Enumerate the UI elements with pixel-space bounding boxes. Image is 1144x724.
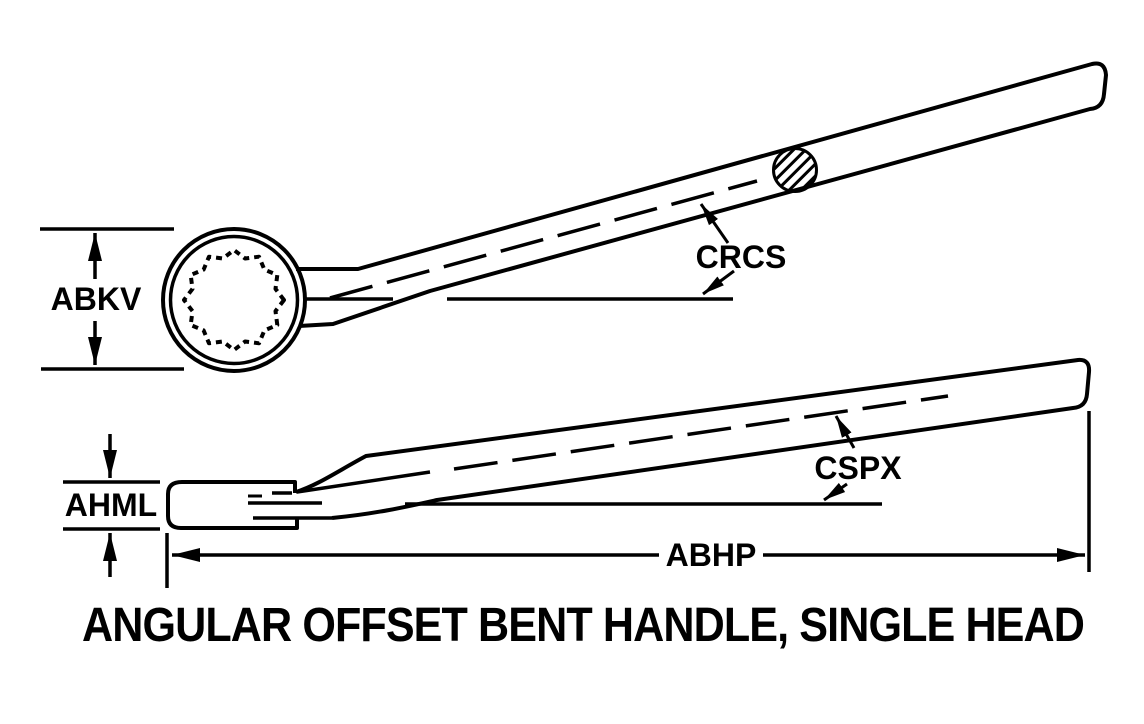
cspx-arrow-to-reference-line — [823, 482, 848, 502]
dimension-label-crcs: CRCS — [696, 239, 787, 275]
side-view-wrench: CSPX AHML ABHP — [63, 357, 1092, 588]
top-view-wrench: CRCS ABKV — [40, 61, 1108, 373]
dimension-label-abkv: ABKV — [51, 281, 142, 317]
spline-socket-opening — [182, 248, 286, 352]
handle-centerline-top-view — [329, 179, 758, 300]
handle-outline-top-view — [296, 61, 1108, 328]
head-inner-ring — [168, 234, 300, 366]
dimension-label-cspx: CSPX — [814, 450, 902, 486]
grip-cross-section-hatch-marker — [772, 147, 818, 193]
handle-centerline-side-first-dash — [296, 470, 431, 494]
handle-outline-side-view — [295, 357, 1092, 520]
crcs-arrow-to-reference-line — [702, 269, 735, 296]
diagram-title: ANGULAR OFFSET BENT HANDLE, SINGLE HEAD — [82, 599, 1084, 652]
dimension-label-abhp: ABHP — [666, 537, 757, 573]
cspx-arrow-to-centerline — [834, 415, 856, 449]
head-outline-side-view — [166, 480, 299, 530]
crcs-arrow-to-centerline — [699, 203, 730, 244]
handle-centerline-side-view — [453, 394, 949, 471]
dimension-label-ahml: AHML — [65, 487, 157, 523]
